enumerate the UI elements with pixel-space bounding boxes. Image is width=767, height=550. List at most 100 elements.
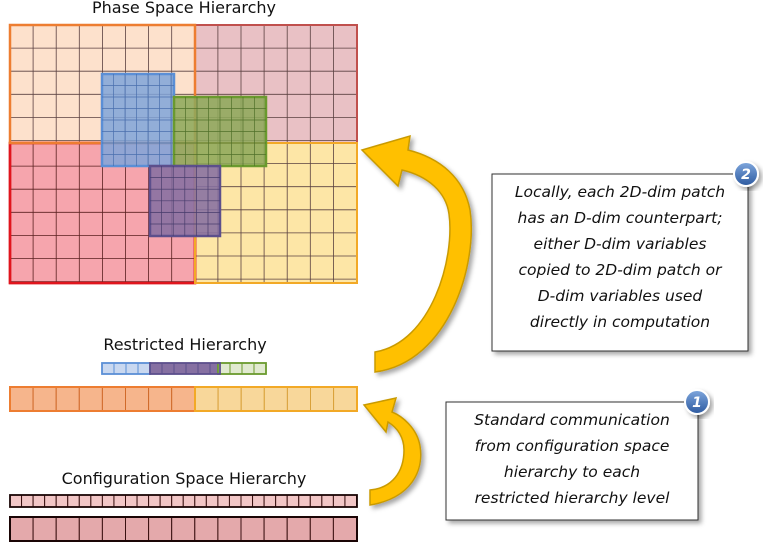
callout-1-badge: 1 <box>692 395 702 411</box>
callout-2-line-5: D-dim variables used <box>538 287 703 305</box>
config-thin-cell <box>309 494 323 508</box>
callout-2-box <box>491 173 749 352</box>
restricted-cell <box>125 362 139 375</box>
config-thin-cell <box>344 494 358 508</box>
configuration-strip-thick <box>9 516 358 542</box>
config-thick-cell <box>171 516 196 542</box>
restricted-main-cell <box>125 386 150 412</box>
restricted-main-cell <box>310 386 335 412</box>
configuration-hierarchy <box>9 494 358 542</box>
configuration-strip-thin <box>9 494 358 508</box>
restricted-main-cell <box>217 386 242 412</box>
restricted-main-cell <box>171 386 196 412</box>
config-thin-cell <box>321 494 334 508</box>
config-thin-cell <box>205 494 219 508</box>
restricted-main-yellow-border <box>194 386 358 412</box>
config-thin-cell <box>55 494 69 508</box>
green-patch-grid <box>174 97 266 166</box>
config-thin-cell <box>44 494 57 508</box>
restricted-title: Restricted Hierarchy <box>103 335 266 354</box>
config-thin-cell <box>286 494 300 508</box>
config-thin-cell <box>275 494 288 508</box>
restricted-main-cell <box>9 386 34 412</box>
config-thick-cell <box>194 516 219 542</box>
config-thin-cell <box>217 494 230 508</box>
restricted-cell <box>185 362 199 375</box>
config-thin-cell <box>252 494 265 508</box>
restricted-cell <box>137 362 151 375</box>
restricted-cell <box>229 362 243 375</box>
config-thin-cell <box>228 494 242 508</box>
config-thin-cell <box>148 494 161 508</box>
restricted-cell <box>149 362 163 375</box>
config-thick-cell <box>78 516 103 542</box>
restricted-cell <box>253 362 267 375</box>
restricted-main-cell <box>263 386 288 412</box>
number-badge-icon: 1 <box>684 389 710 415</box>
restricted-main-cell <box>240 386 265 412</box>
config-thin-cell <box>240 494 254 508</box>
callout-2-line-6: directly in computation <box>530 313 710 331</box>
callout-2-line-3: either D-dim variables <box>534 235 707 253</box>
callout-2: Locally, each 2D-dim patch has an D-dim … <box>491 161 759 352</box>
callout-2-line-4: copied to 2D-dim patch or <box>518 261 723 279</box>
restricted-main-cell <box>333 386 358 412</box>
restricted-main-cell <box>55 386 80 412</box>
config-thick-cell <box>263 516 288 542</box>
blue-patch-grid <box>102 74 174 166</box>
callout-1-line-1: Standard communication <box>474 411 670 429</box>
config-thick-cell <box>32 516 57 542</box>
configuration-title: Configuration Space Hierarchy <box>62 469 307 488</box>
callout-2-line-1: Locally, each 2D-dim patch <box>515 183 725 201</box>
callout-1-line-2: from configuration space <box>475 437 670 455</box>
purple-patch-grid <box>150 166 220 236</box>
config-thick-cell <box>101 516 127 542</box>
restricted-main-cell <box>78 386 103 412</box>
config-thin-cell <box>332 494 346 508</box>
config-thin-cell <box>67 494 80 508</box>
restricted-cell <box>101 362 115 375</box>
config-thin-cell <box>21 494 34 508</box>
config-thin-cell <box>194 494 207 508</box>
config-thick-cell <box>148 516 173 542</box>
config-thin-cell <box>182 494 196 508</box>
config-thin-cell <box>32 494 46 508</box>
restricted-cell <box>161 362 175 375</box>
callout-1-line-3: hierarchy to each <box>504 463 640 481</box>
restricted-cell <box>173 362 187 375</box>
restricted-green-border <box>217 362 267 375</box>
curved-up-arrow-icon <box>360 134 473 373</box>
restricted-main-cell <box>101 386 127 412</box>
config-thick-cell <box>286 516 311 542</box>
restricted-cell <box>241 362 255 375</box>
config-thin-cell <box>298 494 311 508</box>
config-thin-cell <box>136 494 150 508</box>
config-thin-cell <box>159 494 173 508</box>
curved-up-arrow-icon <box>362 396 422 506</box>
config-thick-cell <box>9 516 34 542</box>
restricted-cell <box>113 362 127 375</box>
config-thin-cell <box>171 494 184 508</box>
config-thin-cell <box>125 494 138 508</box>
number-badge-icon: 2 <box>733 161 759 187</box>
config-thin-cell <box>90 494 103 508</box>
restricted-main-cell <box>148 386 173 412</box>
callout-1-box <box>445 401 699 521</box>
phase-space-title: Phase Space Hierarchy <box>92 0 276 17</box>
restricted-cell <box>197 362 211 375</box>
config-thin-cell <box>113 494 126 508</box>
config-thin-cell <box>263 494 277 508</box>
config-thick-border <box>9 516 358 542</box>
callout-1: Standard communication from configuratio… <box>445 389 710 521</box>
callout-2-badge: 2 <box>741 167 751 183</box>
config-thick-cell <box>55 516 80 542</box>
restricted-purple-border <box>149 362 221 375</box>
phase-space-grid <box>8 23 358 285</box>
config-thin-border <box>9 494 358 508</box>
config-thick-cell <box>125 516 150 542</box>
restricted-main-cell <box>286 386 311 412</box>
callout-1-line-4: restricted hierarchy level <box>475 489 671 507</box>
config-thin-cell <box>78 494 92 508</box>
restricted-main-cell <box>32 386 57 412</box>
